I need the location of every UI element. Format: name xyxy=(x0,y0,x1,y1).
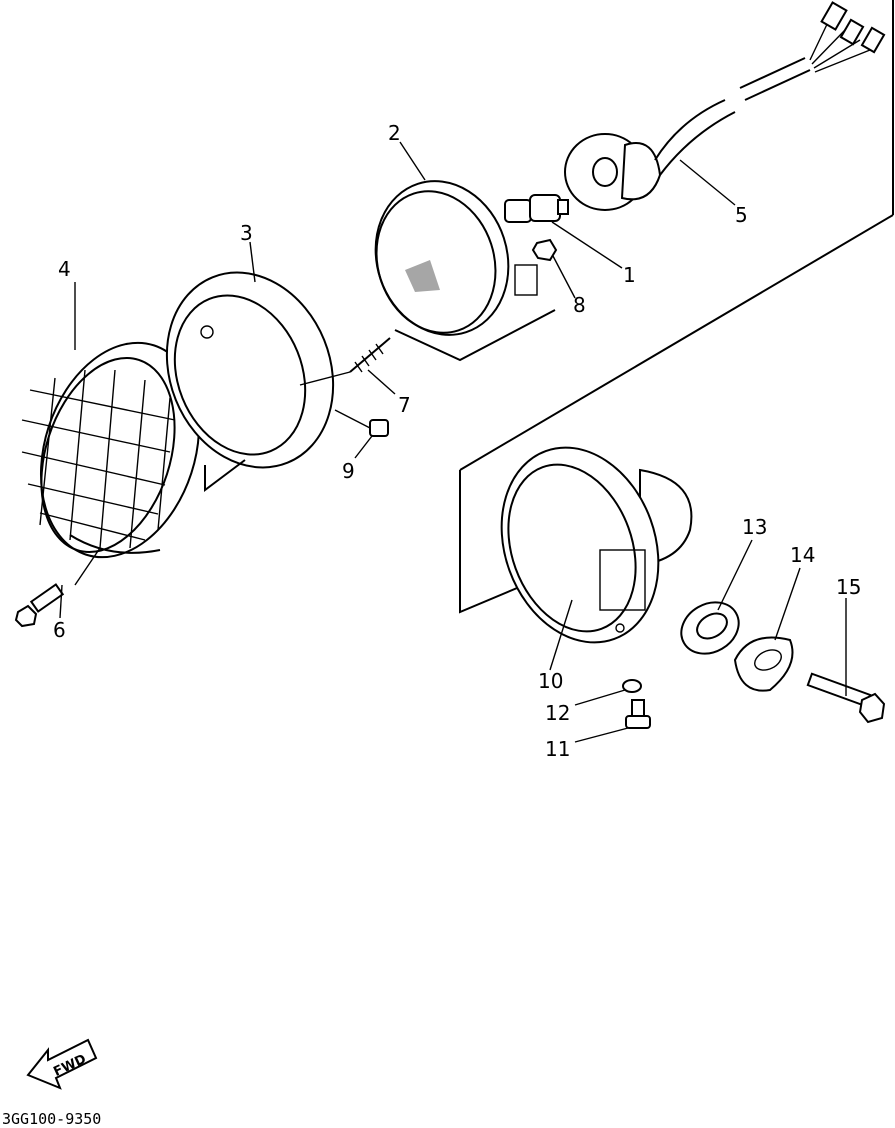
label-part-12: 12 xyxy=(545,701,570,725)
part-1-bulb[interactable] xyxy=(504,194,569,223)
part-3-headlight-rim[interactable] xyxy=(138,247,361,492)
part-number-labels: 2 3 4 1 5 8 7 9 6 10 12 11 13 14 15 xyxy=(53,121,861,761)
part-15-long-bolt[interactable] xyxy=(806,672,886,724)
leader-lines xyxy=(59,141,847,743)
part-13-grommet[interactable] xyxy=(672,592,748,664)
part-11-screw[interactable] xyxy=(625,699,651,729)
label-part-3: 3 xyxy=(240,221,253,245)
part-4-headlight-guard[interactable] xyxy=(15,322,226,578)
label-part-13: 13 xyxy=(742,515,767,539)
label-part-2: 2 xyxy=(388,121,401,145)
label-part-11: 11 xyxy=(545,737,570,761)
label-part-8: 8 xyxy=(573,293,586,317)
part-6-bolt[interactable] xyxy=(14,583,65,628)
part-12-washer[interactable] xyxy=(622,679,642,693)
label-part-4: 4 xyxy=(58,257,71,281)
part-2-lens-unit[interactable] xyxy=(356,164,556,362)
label-part-6: 6 xyxy=(53,618,66,642)
part-10-headlight-housing[interactable] xyxy=(475,425,693,664)
part-8-nut[interactable] xyxy=(531,238,558,262)
label-part-9: 9 xyxy=(342,459,355,483)
label-part-5: 5 xyxy=(735,203,748,227)
fwd-direction-arrow: FWD xyxy=(26,1038,98,1090)
label-part-7: 7 xyxy=(398,393,411,417)
part-9-screw[interactable] xyxy=(334,409,389,437)
label-part-15: 15 xyxy=(836,575,861,599)
label-part-14: 14 xyxy=(790,543,815,567)
label-part-10: 10 xyxy=(538,669,563,693)
part-5-socket-harness[interactable] xyxy=(564,1,886,211)
label-part-1: 1 xyxy=(623,263,636,287)
diagram-code: 3GG100-9350 xyxy=(2,1110,101,1128)
part-7-adjust-screw[interactable] xyxy=(299,337,391,386)
part-14-collar[interactable] xyxy=(733,636,794,692)
